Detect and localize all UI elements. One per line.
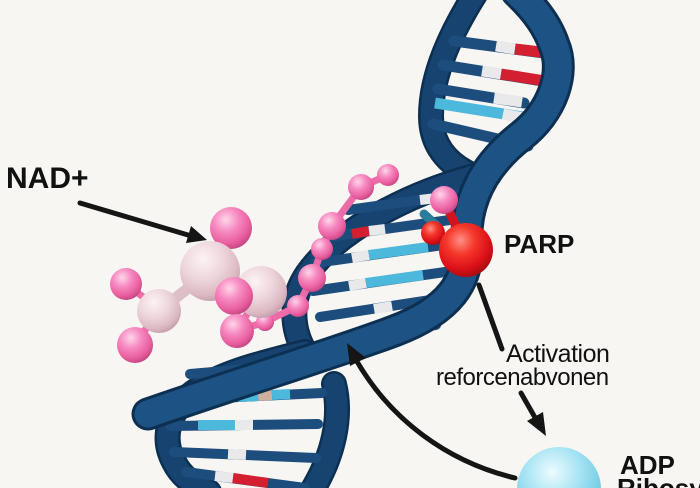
pink-sphere [215, 277, 253, 315]
arrow-nad-to-molecule [77, 200, 207, 243]
pink-sphere [287, 295, 309, 317]
pink-sphere [210, 207, 252, 249]
adp-ribosyl-label: Ribosyl [617, 473, 700, 488]
parp-label: PARP [504, 229, 575, 259]
arrowhead [186, 226, 207, 243]
nad-molecule [110, 207, 287, 363]
nad-label: NAD+ [6, 162, 89, 195]
pink-adp-chain [233, 164, 399, 335]
activation-label-line1: Activation [506, 340, 610, 368]
pink-sphere [311, 238, 333, 260]
parp-sphere [439, 223, 493, 277]
pink-sphere [377, 164, 399, 186]
pale-sphere [137, 289, 181, 333]
pink-sphere [110, 268, 142, 300]
pink-sphere [318, 212, 346, 240]
arrowhead [347, 343, 366, 366]
adp-label: ADP [620, 450, 675, 480]
arrowhead [527, 412, 546, 436]
adp-sphere [517, 447, 601, 488]
arrow-adp-to-dna [347, 343, 518, 481]
parp-sphere-group [419, 186, 493, 277]
pink-sphere [220, 314, 254, 348]
pink-sphere [348, 174, 374, 200]
pink-sphere [430, 186, 458, 214]
pink-sphere [298, 264, 326, 292]
dna-strand-bottom-right [301, 373, 348, 488]
dna-strand-top-left [420, 0, 485, 187]
dna-rungs-top [427, 35, 567, 152]
small-red-sphere [421, 221, 445, 245]
pink-sphere [117, 327, 153, 363]
arrow-parp-to-adp [476, 282, 546, 436]
activation-label-line2: reforcenabvonen [436, 364, 609, 391]
